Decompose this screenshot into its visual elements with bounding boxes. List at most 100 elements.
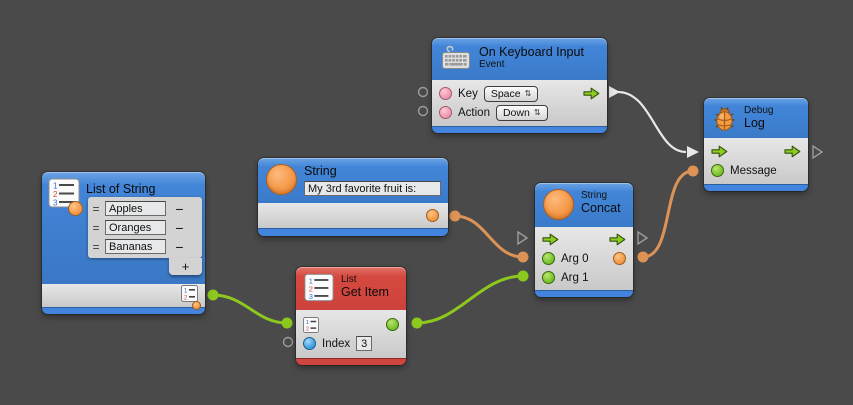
svg-text:2: 2 bbox=[53, 190, 58, 199]
remove-item-button[interactable]: − bbox=[170, 202, 189, 216]
port-row-message: Message bbox=[704, 161, 808, 180]
unconnected-flow-in-concat bbox=[517, 230, 529, 246]
list-item-row: = − bbox=[91, 199, 199, 218]
wire-endpoint bbox=[517, 270, 529, 282]
node-get-item[interactable]: 1 2 3 List Get Item 1 2 bbox=[296, 267, 406, 365]
node-title: Get Item bbox=[341, 285, 389, 300]
unconnected-flow-out-concat bbox=[637, 230, 649, 246]
svg-text:3: 3 bbox=[53, 199, 58, 208]
wire-endpoint bbox=[517, 251, 529, 263]
wire-endpoint bbox=[281, 317, 293, 329]
message-input-port[interactable] bbox=[711, 164, 724, 177]
list-type-badge-icon bbox=[68, 201, 83, 216]
list-port-type-dot bbox=[192, 300, 201, 310]
action-input-port[interactable] bbox=[439, 106, 452, 119]
list-item-input[interactable] bbox=[105, 239, 166, 254]
port-row-arg0: Arg 0 bbox=[535, 249, 633, 268]
list-item-input[interactable] bbox=[105, 201, 166, 216]
unconnected-port-index bbox=[282, 336, 294, 348]
add-item-button[interactable]: + bbox=[169, 258, 202, 275]
wire-endpoint bbox=[207, 289, 219, 301]
flow-input-port[interactable] bbox=[711, 145, 728, 158]
node-header[interactable]: 1 2 3 List Get Item bbox=[296, 267, 406, 310]
arg0-input-port[interactable] bbox=[542, 252, 555, 265]
wire-endpoint bbox=[637, 251, 649, 263]
wire-keyboard-to-debug[interactable] bbox=[617, 90, 687, 154]
remove-item-button[interactable]: − bbox=[170, 221, 189, 235]
index-input-port[interactable] bbox=[303, 337, 316, 350]
node-on-keyboard-input[interactable]: On Keyboard Input Event Key Space Action… bbox=[432, 38, 607, 133]
list-output-port[interactable]: 1 2 bbox=[181, 284, 201, 310]
wire-endpoint bbox=[411, 317, 423, 329]
node-header[interactable]: String bbox=[258, 158, 448, 203]
node-header[interactable]: On Keyboard Input Event bbox=[432, 38, 607, 80]
list-icon: 1 2 3 bbox=[304, 273, 334, 301]
keyboard-icon bbox=[442, 45, 470, 69]
port-row-index: Index bbox=[296, 334, 406, 353]
action-port-label: Action bbox=[458, 106, 490, 119]
key-input-port[interactable] bbox=[439, 87, 452, 100]
svg-text:3: 3 bbox=[309, 292, 313, 301]
flow-output-port[interactable] bbox=[784, 145, 801, 158]
node-concat[interactable]: String Concat Arg 0 A bbox=[535, 183, 633, 297]
wire-flow-end-arrow bbox=[687, 146, 699, 158]
node-string-literal[interactable]: String bbox=[258, 158, 448, 236]
message-port-label: Message bbox=[730, 164, 777, 177]
list-item-row: = − bbox=[91, 218, 199, 237]
bug-icon bbox=[714, 107, 735, 131]
node-title: List of String bbox=[86, 182, 156, 196]
list-small-icon: 1 2 bbox=[181, 284, 198, 302]
node-subtitle: Event bbox=[479, 59, 505, 70]
node-title: On Keyboard Input bbox=[479, 45, 584, 59]
drag-handle-icon[interactable]: = bbox=[92, 220, 100, 235]
drag-handle-icon[interactable]: = bbox=[92, 239, 100, 254]
flow-output-port[interactable] bbox=[583, 87, 600, 100]
concat-output-port[interactable] bbox=[613, 252, 626, 265]
list-item-input[interactable] bbox=[105, 220, 166, 235]
node-footer bbox=[535, 290, 633, 297]
wire-string-to-concat[interactable] bbox=[454, 214, 524, 259]
node-footer bbox=[296, 358, 406, 365]
wire-endpoint bbox=[449, 210, 461, 222]
port-row-list: 1 2 bbox=[296, 315, 406, 334]
node-header[interactable]: Debug Log bbox=[704, 98, 808, 138]
item-output-port[interactable] bbox=[386, 318, 399, 331]
index-port-label: Index bbox=[322, 337, 351, 350]
index-value-input[interactable] bbox=[356, 336, 373, 351]
flow-input-port[interactable] bbox=[542, 233, 559, 246]
arg1-port-label: Arg 1 bbox=[561, 271, 589, 284]
drag-handle-icon[interactable]: = bbox=[92, 201, 100, 216]
node-list-of-string[interactable]: 1 2 3 List of String = − bbox=[42, 172, 205, 314]
wire-flow-start-arrow bbox=[609, 86, 620, 98]
list-input-port[interactable]: 1 2 bbox=[303, 316, 319, 333]
string-output-port[interactable] bbox=[426, 209, 439, 222]
node-debug-log[interactable]: Debug Log Message bbox=[704, 98, 808, 191]
arg0-port-label: Arg 0 bbox=[561, 252, 589, 265]
flow-output-port[interactable] bbox=[609, 233, 626, 246]
node-footer bbox=[42, 307, 205, 314]
list-editor: = − = − = − + bbox=[88, 197, 202, 275]
node-header[interactable]: String Concat bbox=[535, 183, 633, 227]
arg1-input-port[interactable] bbox=[542, 271, 555, 284]
node-category: Debug bbox=[744, 105, 774, 116]
node-category: String bbox=[581, 190, 608, 201]
remove-item-button[interactable]: − bbox=[170, 240, 189, 254]
port-row-action: Action Down bbox=[432, 103, 607, 122]
node-header[interactable]: 1 2 3 List of String = − bbox=[42, 172, 205, 284]
wire-concat-to-debug[interactable] bbox=[642, 169, 694, 259]
wire-getitem-to-concat[interactable] bbox=[416, 274, 524, 325]
svg-text:1: 1 bbox=[184, 288, 188, 294]
wire-list-to-getitem[interactable] bbox=[212, 293, 288, 325]
node-title: String bbox=[304, 164, 337, 178]
key-dropdown[interactable]: Space bbox=[483, 85, 539, 102]
string-icon bbox=[543, 189, 574, 220]
node-title: Log bbox=[744, 116, 765, 131]
string-value-input[interactable] bbox=[304, 181, 441, 196]
svg-text:2: 2 bbox=[306, 326, 309, 332]
string-icon bbox=[266, 164, 297, 195]
node-title: Concat bbox=[581, 201, 621, 216]
unconnected-port-action bbox=[417, 105, 429, 117]
flow-row bbox=[535, 230, 633, 249]
action-dropdown[interactable]: Down bbox=[495, 104, 548, 121]
